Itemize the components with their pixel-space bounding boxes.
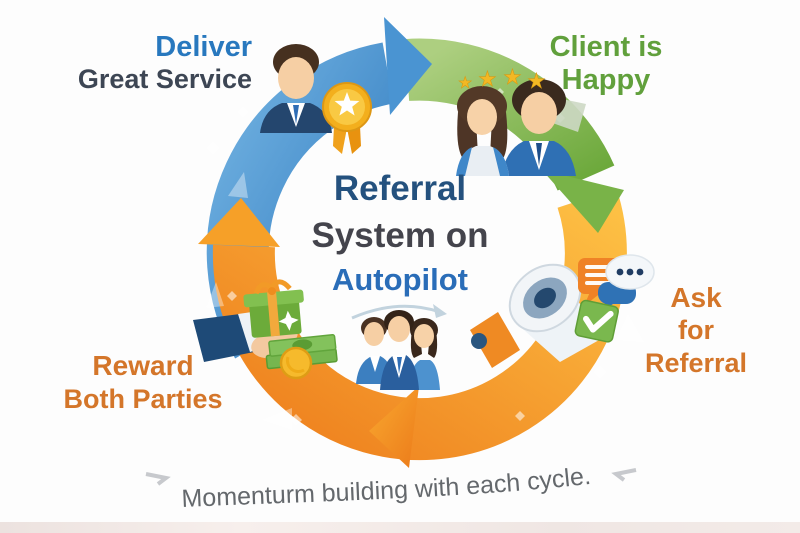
title-line3: Autopilot bbox=[331, 262, 468, 297]
stage-label-reward: Reward Both Parties bbox=[62, 349, 224, 415]
center-title: Referral System on Autopilot bbox=[276, 166, 524, 301]
gift-box-icon bbox=[243, 279, 304, 338]
team-icon bbox=[351, 304, 447, 390]
rating-star-icon: ★ bbox=[527, 69, 546, 93]
megaphone-icon bbox=[470, 263, 608, 368]
stage-client-line1: Client is bbox=[549, 31, 663, 63]
stage-reward-line2: Both Parties bbox=[63, 384, 223, 414]
rating-star-icon: ★ bbox=[478, 67, 497, 91]
gift-hand-icon bbox=[193, 279, 338, 380]
title-line1: Referral bbox=[333, 169, 467, 208]
orange-left-arrowhead-icon bbox=[198, 198, 280, 247]
coin-icon bbox=[279, 346, 313, 380]
cycle-swoosh-arrow bbox=[351, 304, 441, 320]
stage-client-line2: Happy bbox=[561, 64, 651, 96]
rating-stars-icon: ★ ★ ★ ★ bbox=[458, 65, 546, 94]
green-arrowhead-icon bbox=[542, 170, 624, 233]
bottom-edge-strip bbox=[0, 522, 800, 533]
caption-group: Momenturm building with each cycle. bbox=[145, 462, 637, 513]
stage-reward-line1: Reward bbox=[92, 350, 194, 381]
stage-label-client-happy: Client is Happy bbox=[538, 30, 674, 97]
businessman-icon bbox=[260, 44, 372, 154]
stage-deliver-line1: Deliver bbox=[155, 31, 252, 63]
orange-bottom-arrowhead-icon bbox=[369, 386, 419, 468]
happy-clients-icon: ★ ★ ★ ★ bbox=[456, 65, 586, 176]
stage-label-deliver: Deliver Great Service bbox=[28, 30, 252, 95]
stage-ask-line1: Ask bbox=[670, 282, 722, 313]
rating-star-icon: ★ bbox=[503, 65, 522, 89]
rating-star-icon: ★ bbox=[458, 73, 472, 92]
checkmark-icon bbox=[574, 299, 619, 343]
stage-deliver-line2: Great Service bbox=[77, 64, 252, 94]
stage-label-ask-referral: Ask for Referral bbox=[626, 281, 766, 380]
speech-bubbles-icon bbox=[574, 254, 655, 343]
medal-star-icon bbox=[322, 82, 372, 154]
caption-text: Momenturm building with each cycle. bbox=[181, 462, 592, 513]
caption-swoosh-icon bbox=[145, 468, 637, 486]
blue-arrowhead-icon bbox=[384, 17, 432, 115]
title-line2: System on bbox=[311, 216, 489, 255]
stage-ask-line2: for Referral bbox=[644, 315, 748, 378]
